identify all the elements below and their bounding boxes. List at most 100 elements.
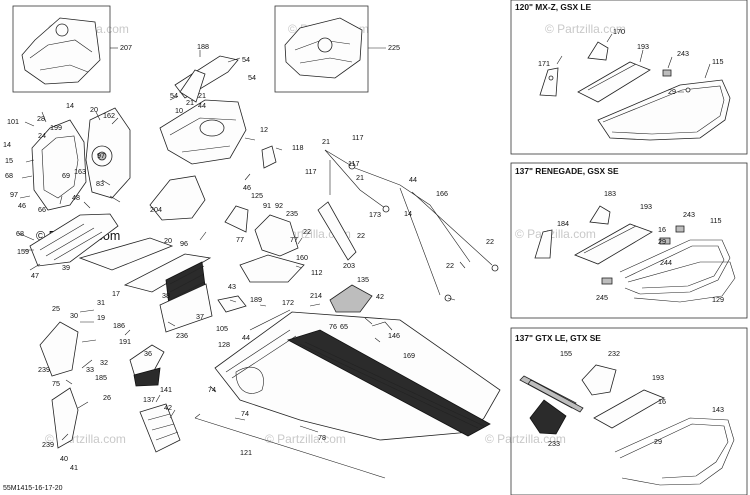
callout: 188 (197, 42, 209, 51)
callout: 112 (311, 268, 322, 277)
callout: 128 (218, 340, 230, 349)
callout: 77 (236, 235, 244, 244)
callout: 22 (486, 237, 494, 246)
watermark: © Partzilla.com (485, 432, 566, 446)
callout: 189 (250, 295, 262, 304)
callout: 101 (7, 117, 19, 126)
callout: 166 (436, 189, 448, 198)
callout: 38 (162, 291, 170, 300)
callout: 159 (17, 247, 29, 256)
callout: 21 (198, 91, 206, 100)
callout-29: 29 (668, 87, 676, 96)
callout: 239 (38, 365, 50, 374)
callout: 97 (10, 190, 18, 199)
callout: 19 (97, 313, 105, 322)
callout: 191 (119, 337, 131, 346)
callout: 78 (318, 433, 326, 442)
inset-title: 120" MX-Z, GSX LE (515, 2, 592, 12)
part-235 (254, 214, 299, 257)
callout: 97 (97, 151, 105, 160)
diagram-code: 55M1415-16-17-20 (3, 485, 63, 492)
callout: 36 (144, 349, 152, 358)
tunnel-front-10 (159, 99, 247, 165)
callout: 65 (340, 322, 348, 331)
inset-box-225 (274, 5, 386, 93)
callout: 14 (3, 140, 11, 149)
part-135 (329, 284, 373, 313)
callout-232: 232 (608, 349, 620, 358)
callout: 39 (62, 263, 70, 272)
callout: 10 (175, 106, 183, 115)
callout-193: 193 (640, 202, 652, 211)
callout: 42 (376, 292, 384, 301)
callout: 21 (356, 173, 364, 182)
callout: 214 (310, 291, 322, 300)
callout: 48 (72, 193, 80, 202)
callout-243: 243 (683, 210, 695, 219)
callout: 66 (38, 205, 46, 214)
part-203 (317, 201, 357, 261)
callout: 117 (352, 133, 363, 142)
callout: 14 (404, 209, 412, 218)
callout: 83 (96, 179, 104, 188)
callout: 54 (170, 91, 178, 100)
callout: 68 (16, 229, 24, 238)
callout: 173 (369, 210, 381, 219)
callout: 239 (42, 440, 54, 449)
callout-193: 193 (637, 42, 649, 51)
callout: 146 (388, 331, 400, 340)
callout: 22 (357, 231, 365, 240)
callout: 44 (409, 175, 417, 184)
inset-panel-mxz: 120" MX-Z, GSX LE (510, 0, 748, 155)
callout: 22 (303, 227, 311, 236)
callout: 91 (263, 201, 271, 210)
callout: 117 (305, 167, 316, 176)
part-112 (239, 254, 305, 283)
inset-title: 137" GTX LE, GTX SE (515, 333, 601, 343)
callout-115: 115 (710, 216, 721, 225)
callout: 204 (150, 205, 162, 214)
callout: 186 (113, 321, 125, 330)
callout: 69 (62, 171, 70, 180)
callout: 172 (282, 298, 294, 307)
callout-16: 16 (658, 225, 666, 234)
callout: 77 (290, 235, 298, 244)
callout: 76 (329, 322, 337, 331)
callout: 96 (180, 239, 188, 248)
callout: 15 (5, 156, 13, 165)
callout-16: 16 (658, 397, 666, 406)
callout: 46 (18, 201, 26, 210)
callout-245: 245 (596, 293, 608, 302)
upper-column-188 (174, 50, 241, 103)
callout: 105 (216, 324, 228, 333)
watermark: © Partzilla.com (545, 22, 626, 36)
callout-170: 170 (613, 27, 625, 36)
callout-184: 184 (557, 219, 569, 228)
leader-lines (17, 95, 466, 441)
callout: 20 (90, 105, 98, 114)
callout: 75 (52, 379, 60, 388)
callout: 14 (66, 101, 74, 110)
callout-243: 243 (677, 49, 689, 58)
part-239-upper (39, 321, 79, 377)
callout-207: 207 (120, 43, 132, 52)
callout: 125 (251, 191, 263, 200)
callout: 42 (164, 403, 172, 412)
callout: 118 (292, 143, 303, 152)
callout: 37 (196, 312, 204, 321)
watermark: © Partzilla.com (515, 227, 596, 241)
part-239-lower (51, 387, 79, 449)
cross-brace (78, 237, 174, 271)
callout-193: 193 (652, 373, 664, 382)
callout: 137 (143, 395, 155, 404)
inset-panel-gtx: 137" GTX LE, GTX SE (510, 327, 748, 495)
callout: 199 (50, 123, 62, 132)
callout: 92 (275, 201, 283, 210)
callout: 141 (160, 385, 172, 394)
callout: 235 (286, 209, 298, 218)
callout: 47 (31, 271, 39, 280)
callout: 236 (176, 331, 188, 340)
callout: 40 (60, 454, 68, 463)
part-204 (149, 175, 206, 221)
watermark: © Partzilla.com (265, 432, 346, 446)
